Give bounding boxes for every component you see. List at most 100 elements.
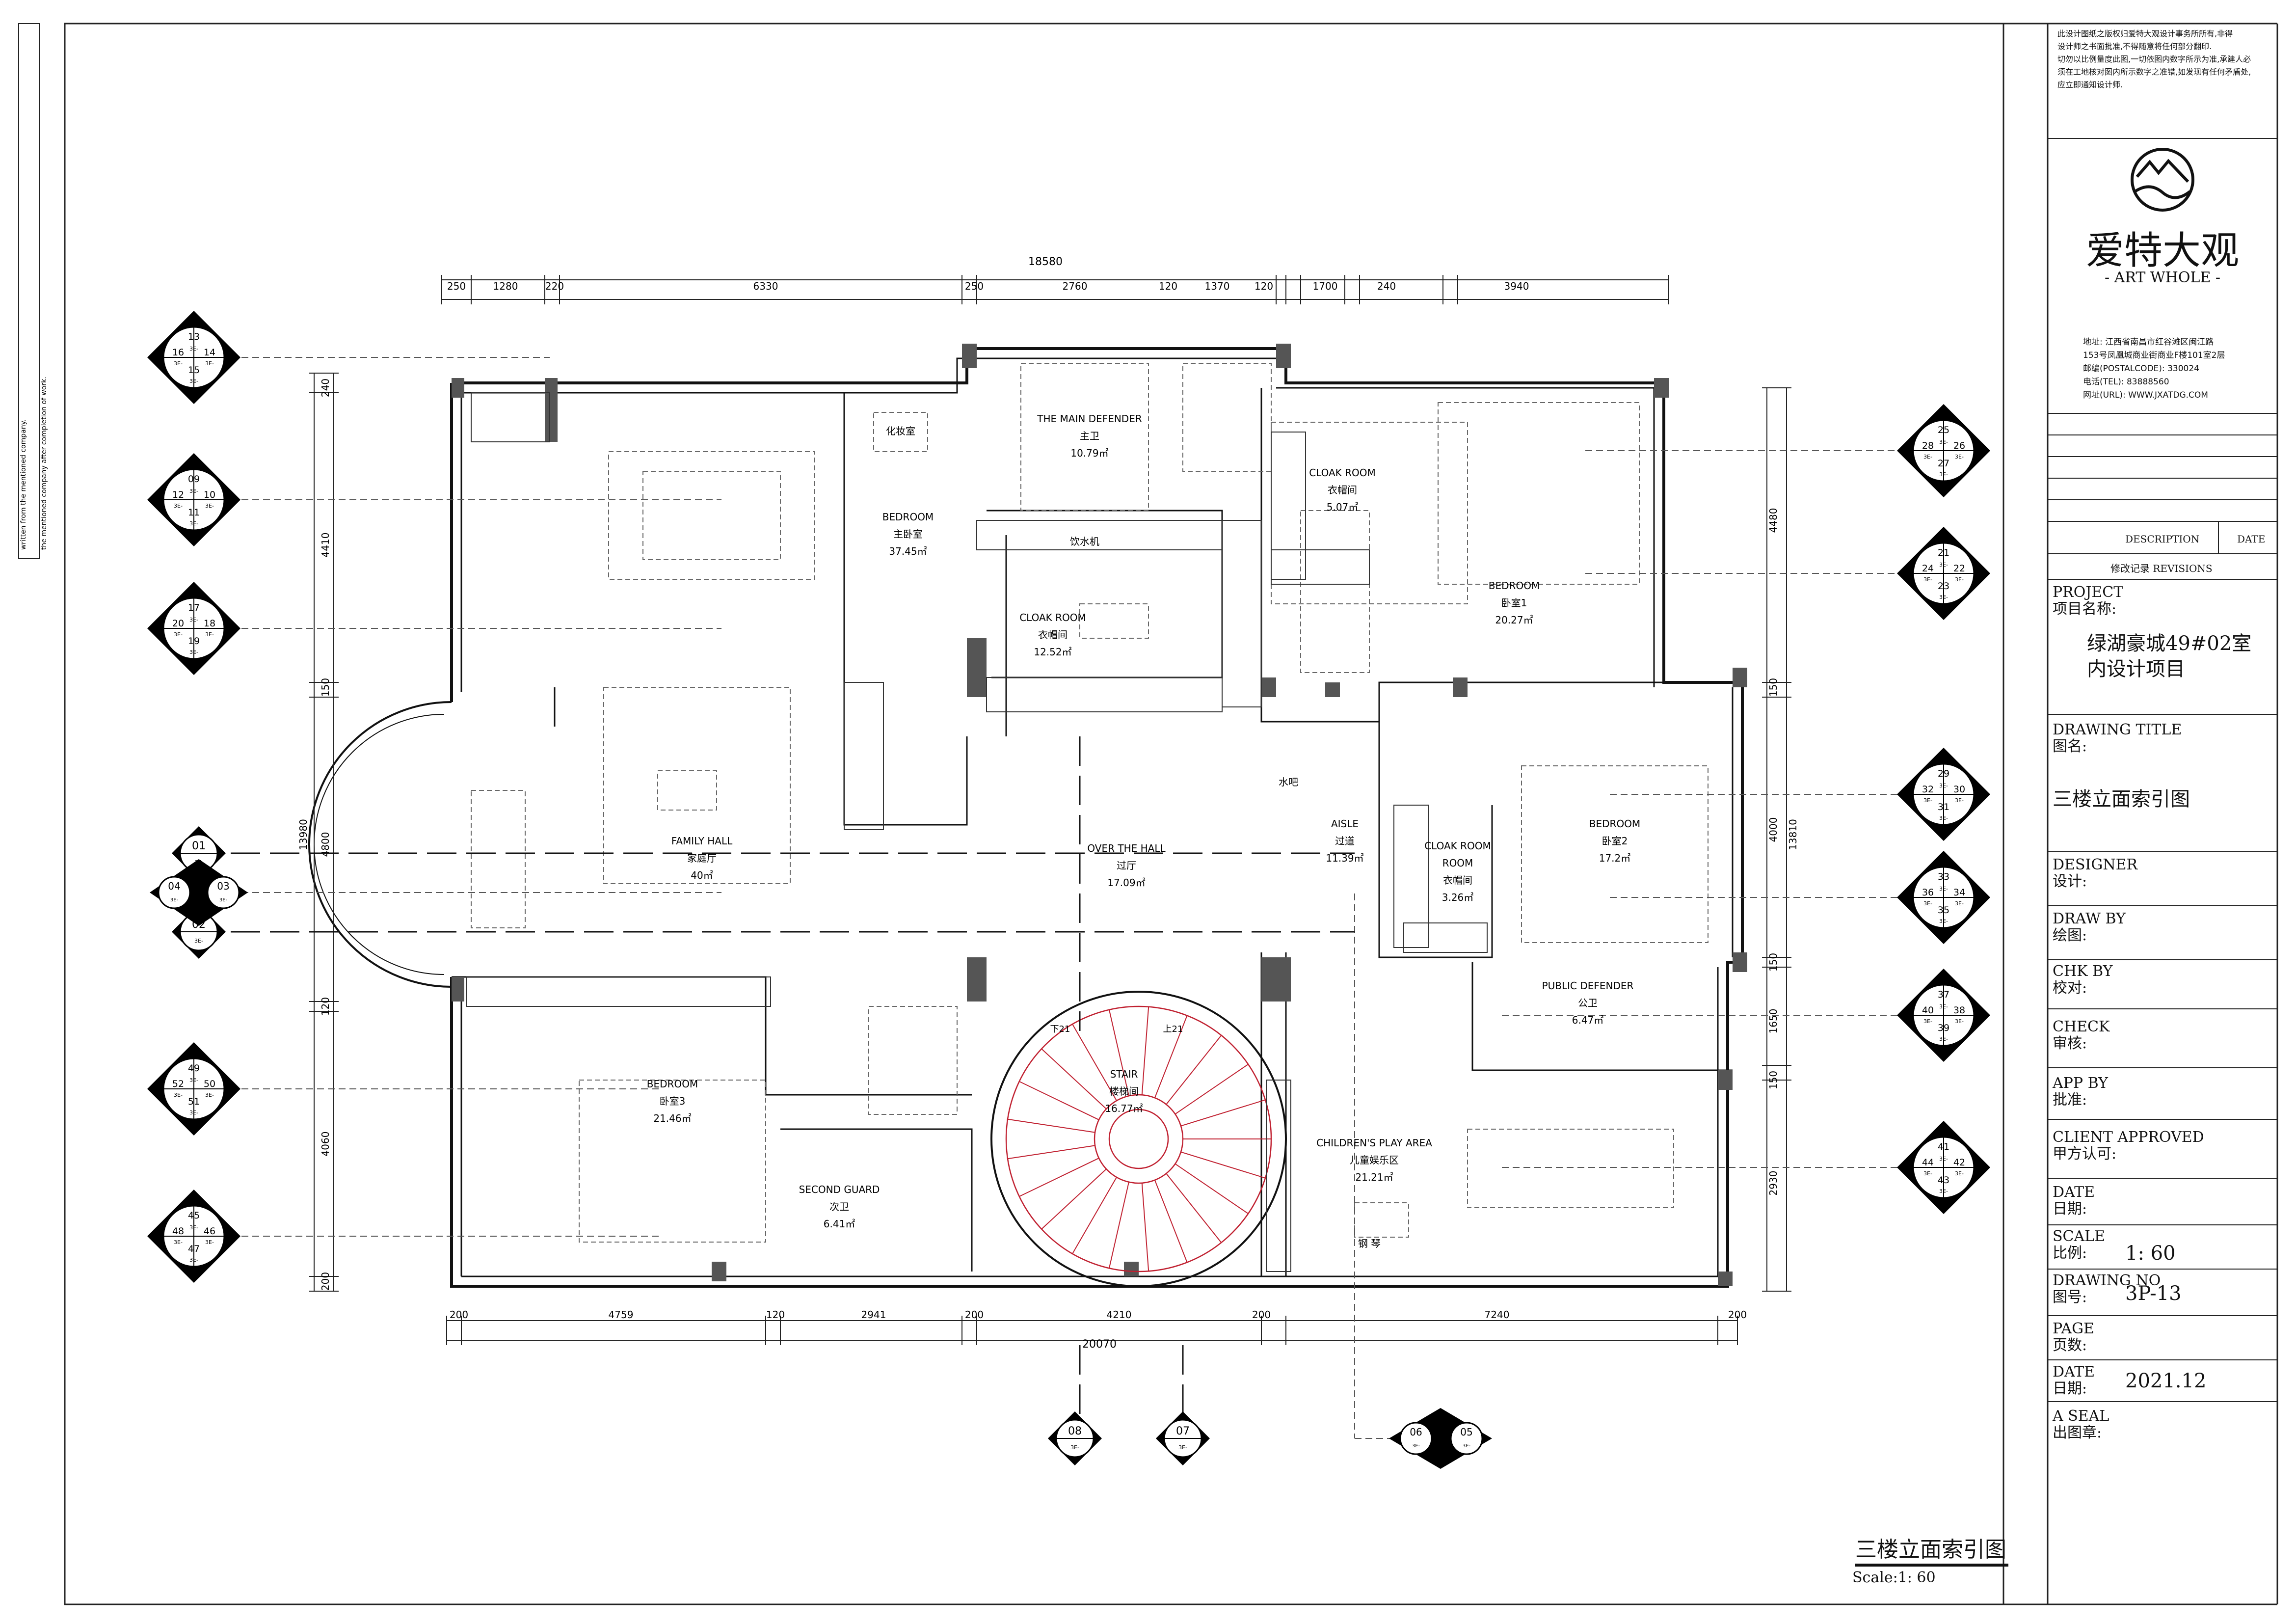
room-area: 20.27㎡	[1495, 614, 1533, 626]
dim-bottom-seg: 200	[1728, 1309, 1747, 1321]
room-aisle: AISLE 过道 11.39㎡	[1326, 818, 1363, 864]
stair-tread	[1154, 1180, 1188, 1263]
marker-ref: 3E-	[1955, 900, 1964, 907]
marker-number: 09	[188, 474, 200, 485]
room-name-cn: 主卧室	[893, 528, 923, 540]
marker-ref: 3E-	[189, 649, 198, 655]
dim-right-seg: 1650	[1767, 1009, 1779, 1034]
room-name-cn: 儿童娱乐区	[1350, 1154, 1399, 1166]
dim-top-seg: 2760	[1063, 280, 1088, 292]
date-label-cn: 日期:	[2053, 1200, 2087, 1218]
dim-right-seg: 4480	[1767, 508, 1779, 533]
plan-title: 三楼立面索引图	[1855, 1537, 2006, 1562]
revision-date-header: DATE	[2237, 533, 2266, 545]
room-cloak-main: CLOAK ROOM 衣帽间 12.52㎡	[1019, 612, 1086, 658]
dim-top-seg: 120	[1159, 280, 1177, 292]
room-area: 6.47㎡	[1572, 1014, 1604, 1026]
revision-description-header: DESCRIPTION	[2125, 533, 2200, 545]
side-note-line1: written from the mentioned company.	[20, 420, 27, 550]
note-line: 切勿以比例量度此图,一切依图内数字所示为准,承建人必	[2057, 54, 2251, 64]
room-area: 12.52㎡	[1034, 646, 1071, 658]
room-name-en: FAMILY HALL	[671, 835, 733, 847]
marker-ref: 3E-	[1939, 1188, 1948, 1194]
room-name-cn: 公卫	[1578, 997, 1598, 1009]
marker-ref: 3E-	[1955, 576, 1964, 583]
room-name-cn: 衣帽间	[1328, 484, 1357, 496]
label-water-bar: 水吧	[1279, 776, 1298, 788]
room-name-en-2: ROOM	[1442, 857, 1473, 869]
marker-ref: 3E-	[189, 1077, 198, 1083]
section-number: 08	[1068, 1425, 1082, 1437]
marker-number: 48	[172, 1226, 184, 1237]
marker-ref: 3E-	[1939, 815, 1948, 821]
label-vanity: 化妆室	[886, 425, 915, 437]
dim-left-seg: 200	[320, 1272, 331, 1291]
dim-bottom-seg: 4759	[609, 1309, 634, 1321]
room-name-en: CLOAK ROOM	[1019, 612, 1086, 623]
room-name-cn: 主卫	[1080, 430, 1099, 442]
room-second-bath: SECOND GUARD 次卫 6.41㎡	[799, 1184, 880, 1230]
stair-tread	[1141, 1183, 1149, 1272]
marker-ref: 3E-	[1939, 562, 1948, 568]
inner-wall-lines	[452, 357, 1734, 1277]
drawing-title-value: 三楼立面索引图	[2053, 788, 2190, 811]
room-over-hall: OVER THE HALL 过厅 17.09㎡	[1087, 842, 1166, 889]
title-block-rules	[2048, 138, 2277, 1402]
side-note-line2: the mentioned company after completion o…	[40, 377, 48, 550]
designer-label-cn: 设计:	[2053, 873, 2087, 890]
address-line: 153号凤凰城商业街商业F楼101室2层	[2083, 351, 2225, 360]
marker-number: 18	[204, 618, 215, 629]
marker-ref: 3E-	[1939, 1156, 1948, 1162]
room-childrens-play: CHILDREN'S PLAY AREA 儿童娱乐区 21.21㎡	[1316, 1137, 1432, 1183]
client-approved-label-en: CLIENT APPROVED	[2053, 1129, 2204, 1146]
room-name-en: CHILDREN'S PLAY AREA	[1316, 1137, 1432, 1149]
marker-number: 45	[188, 1210, 200, 1221]
chk-by-label-en: CHK BY	[2053, 963, 2113, 980]
marker-number: 16	[172, 347, 184, 358]
stair-tread	[1072, 1177, 1117, 1254]
section-lines	[231, 736, 1355, 1419]
room-name-en: OVER THE HALL	[1087, 842, 1166, 854]
drawing-title-label: DRAWING TITLE 图名:	[2053, 722, 2182, 755]
dim-right-seg: 4000	[1767, 817, 1779, 842]
date2-value: 2021.12	[2125, 1370, 2207, 1392]
marker-number: 22	[1953, 563, 1965, 574]
dim-top-segments: 250 1280 220 6330 250 2760 120 1370 120 …	[447, 280, 1529, 292]
revisions-label: 修改记录 REVISIONS	[2110, 563, 2213, 574]
marker-ref: 3E-	[1939, 886, 1948, 892]
stair-tread	[1180, 1151, 1266, 1179]
label-water-dispenser: 饮水机	[1070, 536, 1099, 547]
marker-number: 51	[188, 1096, 200, 1107]
dim-top-seg: 240	[1377, 280, 1396, 292]
marker-number: 23	[1938, 581, 1949, 592]
room-name-cn: 衣帽间	[1443, 874, 1472, 886]
marker-number: 10	[204, 489, 215, 500]
room-bedroom-3: BEDROOM 卧室3 21.46㎡	[647, 1078, 698, 1124]
drawing-no-label-cn: 图号:	[2053, 1289, 2087, 1306]
marker-ref: 3E-	[1923, 454, 1932, 460]
marker-ref: 3E-	[205, 360, 214, 367]
dim-bottom-seg: 200	[450, 1309, 468, 1321]
room-area: 11.39㎡	[1326, 852, 1363, 864]
dim-top-seg: 220	[545, 280, 564, 292]
marker-ref: 3E-	[1939, 918, 1948, 924]
address-line: 电话(TEL): 83888560	[2083, 377, 2169, 387]
dim-bottom-seg: 4210	[1107, 1309, 1132, 1321]
marker-number: 37	[1938, 989, 1949, 1000]
dim-left-seg: 4410	[320, 533, 331, 558]
label-stair-up: 上21	[1163, 1024, 1183, 1034]
side-note-box	[18, 23, 40, 559]
dim-right-seg: 150	[1767, 953, 1779, 972]
room-area: 21.21㎡	[1355, 1171, 1393, 1183]
section-ref: 3E-	[1463, 1443, 1471, 1449]
section-ref: 3E-	[219, 897, 228, 903]
